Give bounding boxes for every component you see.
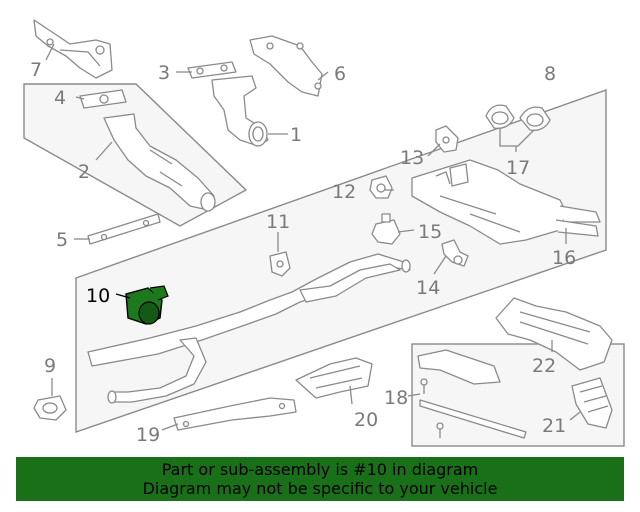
callout-5[interactable]: 5 <box>56 229 68 251</box>
callout-18[interactable]: 18 <box>384 387 408 409</box>
part-5-bracket[interactable] <box>87 213 161 245</box>
callout-11[interactable]: 11 <box>266 211 290 233</box>
part-18-hardware[interactable] <box>417 349 527 439</box>
callout-14[interactable]: 14 <box>416 277 440 299</box>
leader-lines <box>45 43 581 431</box>
part-6-heat-shield[interactable] <box>249 35 323 97</box>
main-exhaust-pipe[interactable] <box>87 253 411 404</box>
callout-3[interactable]: 3 <box>158 62 170 84</box>
callout-19[interactable]: 19 <box>136 424 160 446</box>
callout-21[interactable]: 21 <box>542 415 566 437</box>
part-3-gasket[interactable] <box>187 61 237 79</box>
footer-line-1: Part or sub-assembly is #10 in diagram <box>161 460 479 479</box>
part-2-catalytic-converter[interactable] <box>103 113 216 212</box>
callout-8[interactable]: 8 <box>544 63 556 85</box>
part-13-hanger-bracket[interactable] <box>435 125 459 153</box>
callout-17[interactable]: 17 <box>506 157 530 179</box>
part-12-hanger[interactable] <box>369 175 393 199</box>
callout-4[interactable]: 4 <box>54 87 66 109</box>
part-10-highlighted[interactable] <box>125 285 169 325</box>
part-16-muffler[interactable] <box>411 159 601 245</box>
part-7-heat-shield[interactable] <box>33 19 113 79</box>
callout-12[interactable]: 12 <box>332 181 356 203</box>
callout-1[interactable]: 1 <box>290 124 302 146</box>
part-14-hanger[interactable] <box>441 239 469 267</box>
part-1-catalytic-converter[interactable] <box>211 75 269 147</box>
callout-2[interactable]: 2 <box>78 161 90 183</box>
part-21-heat-shield[interactable] <box>571 377 613 429</box>
part-22-heat-shield[interactable] <box>495 297 613 371</box>
callout-15[interactable]: 15 <box>418 221 442 243</box>
callout-7[interactable]: 7 <box>30 59 42 81</box>
part-15-valve[interactable] <box>371 213 401 245</box>
footer-banner: Part or sub-assembly is #10 in diagram D… <box>16 457 624 501</box>
footer-line-2: Diagram may not be specific to your vehi… <box>142 479 498 498</box>
callout-9[interactable]: 9 <box>44 355 56 377</box>
callout-20[interactable]: 20 <box>354 409 378 431</box>
part-11-hanger[interactable] <box>269 251 291 277</box>
callout-16[interactable]: 16 <box>552 247 576 269</box>
part-4-gasket[interactable] <box>79 89 127 109</box>
part-19-bracket[interactable] <box>173 397 297 431</box>
callout-10[interactable]: 10 <box>86 285 110 307</box>
part-9-gasket[interactable] <box>33 395 67 421</box>
callout-6[interactable]: 6 <box>334 63 346 85</box>
part-17-exhaust-tips[interactable] <box>485 104 551 131</box>
callout-labels: 1 2 3 4 5 6 7 8 9 10 11 12 13 14 15 16 1… <box>30 59 576 446</box>
callout-22[interactable]: 22 <box>532 355 556 377</box>
callout-13[interactable]: 13 <box>400 147 424 169</box>
part-20-heat-shield[interactable] <box>295 357 373 399</box>
